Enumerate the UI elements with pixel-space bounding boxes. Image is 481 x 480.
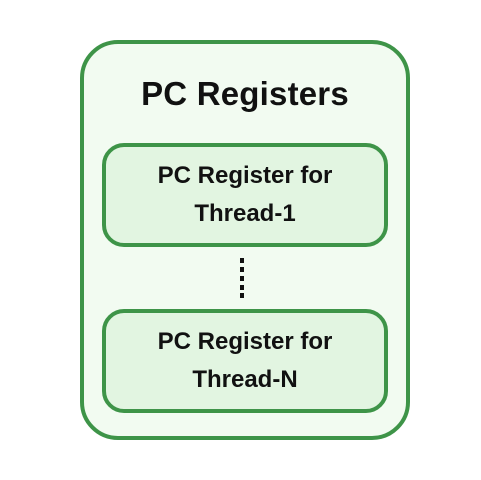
ellipsis-dot (240, 285, 244, 290)
vertical-ellipsis (240, 258, 244, 298)
pc-register-thread-1-label: PC Register for Thread-1 (157, 162, 333, 227)
ellipsis-dot (240, 267, 244, 272)
ellipsis-dot (240, 293, 244, 298)
diagram-title: PC Registers (141, 75, 349, 112)
ellipsis-dot (240, 276, 244, 281)
pc-register-thread-n-label: PC Register for Thread-N (157, 328, 333, 393)
pc-register-thread-n-box: PC Register for Thread-N (102, 309, 388, 413)
ellipsis-dot (240, 258, 244, 263)
pc-register-thread-1-box: PC Register for Thread-1 (102, 143, 388, 247)
